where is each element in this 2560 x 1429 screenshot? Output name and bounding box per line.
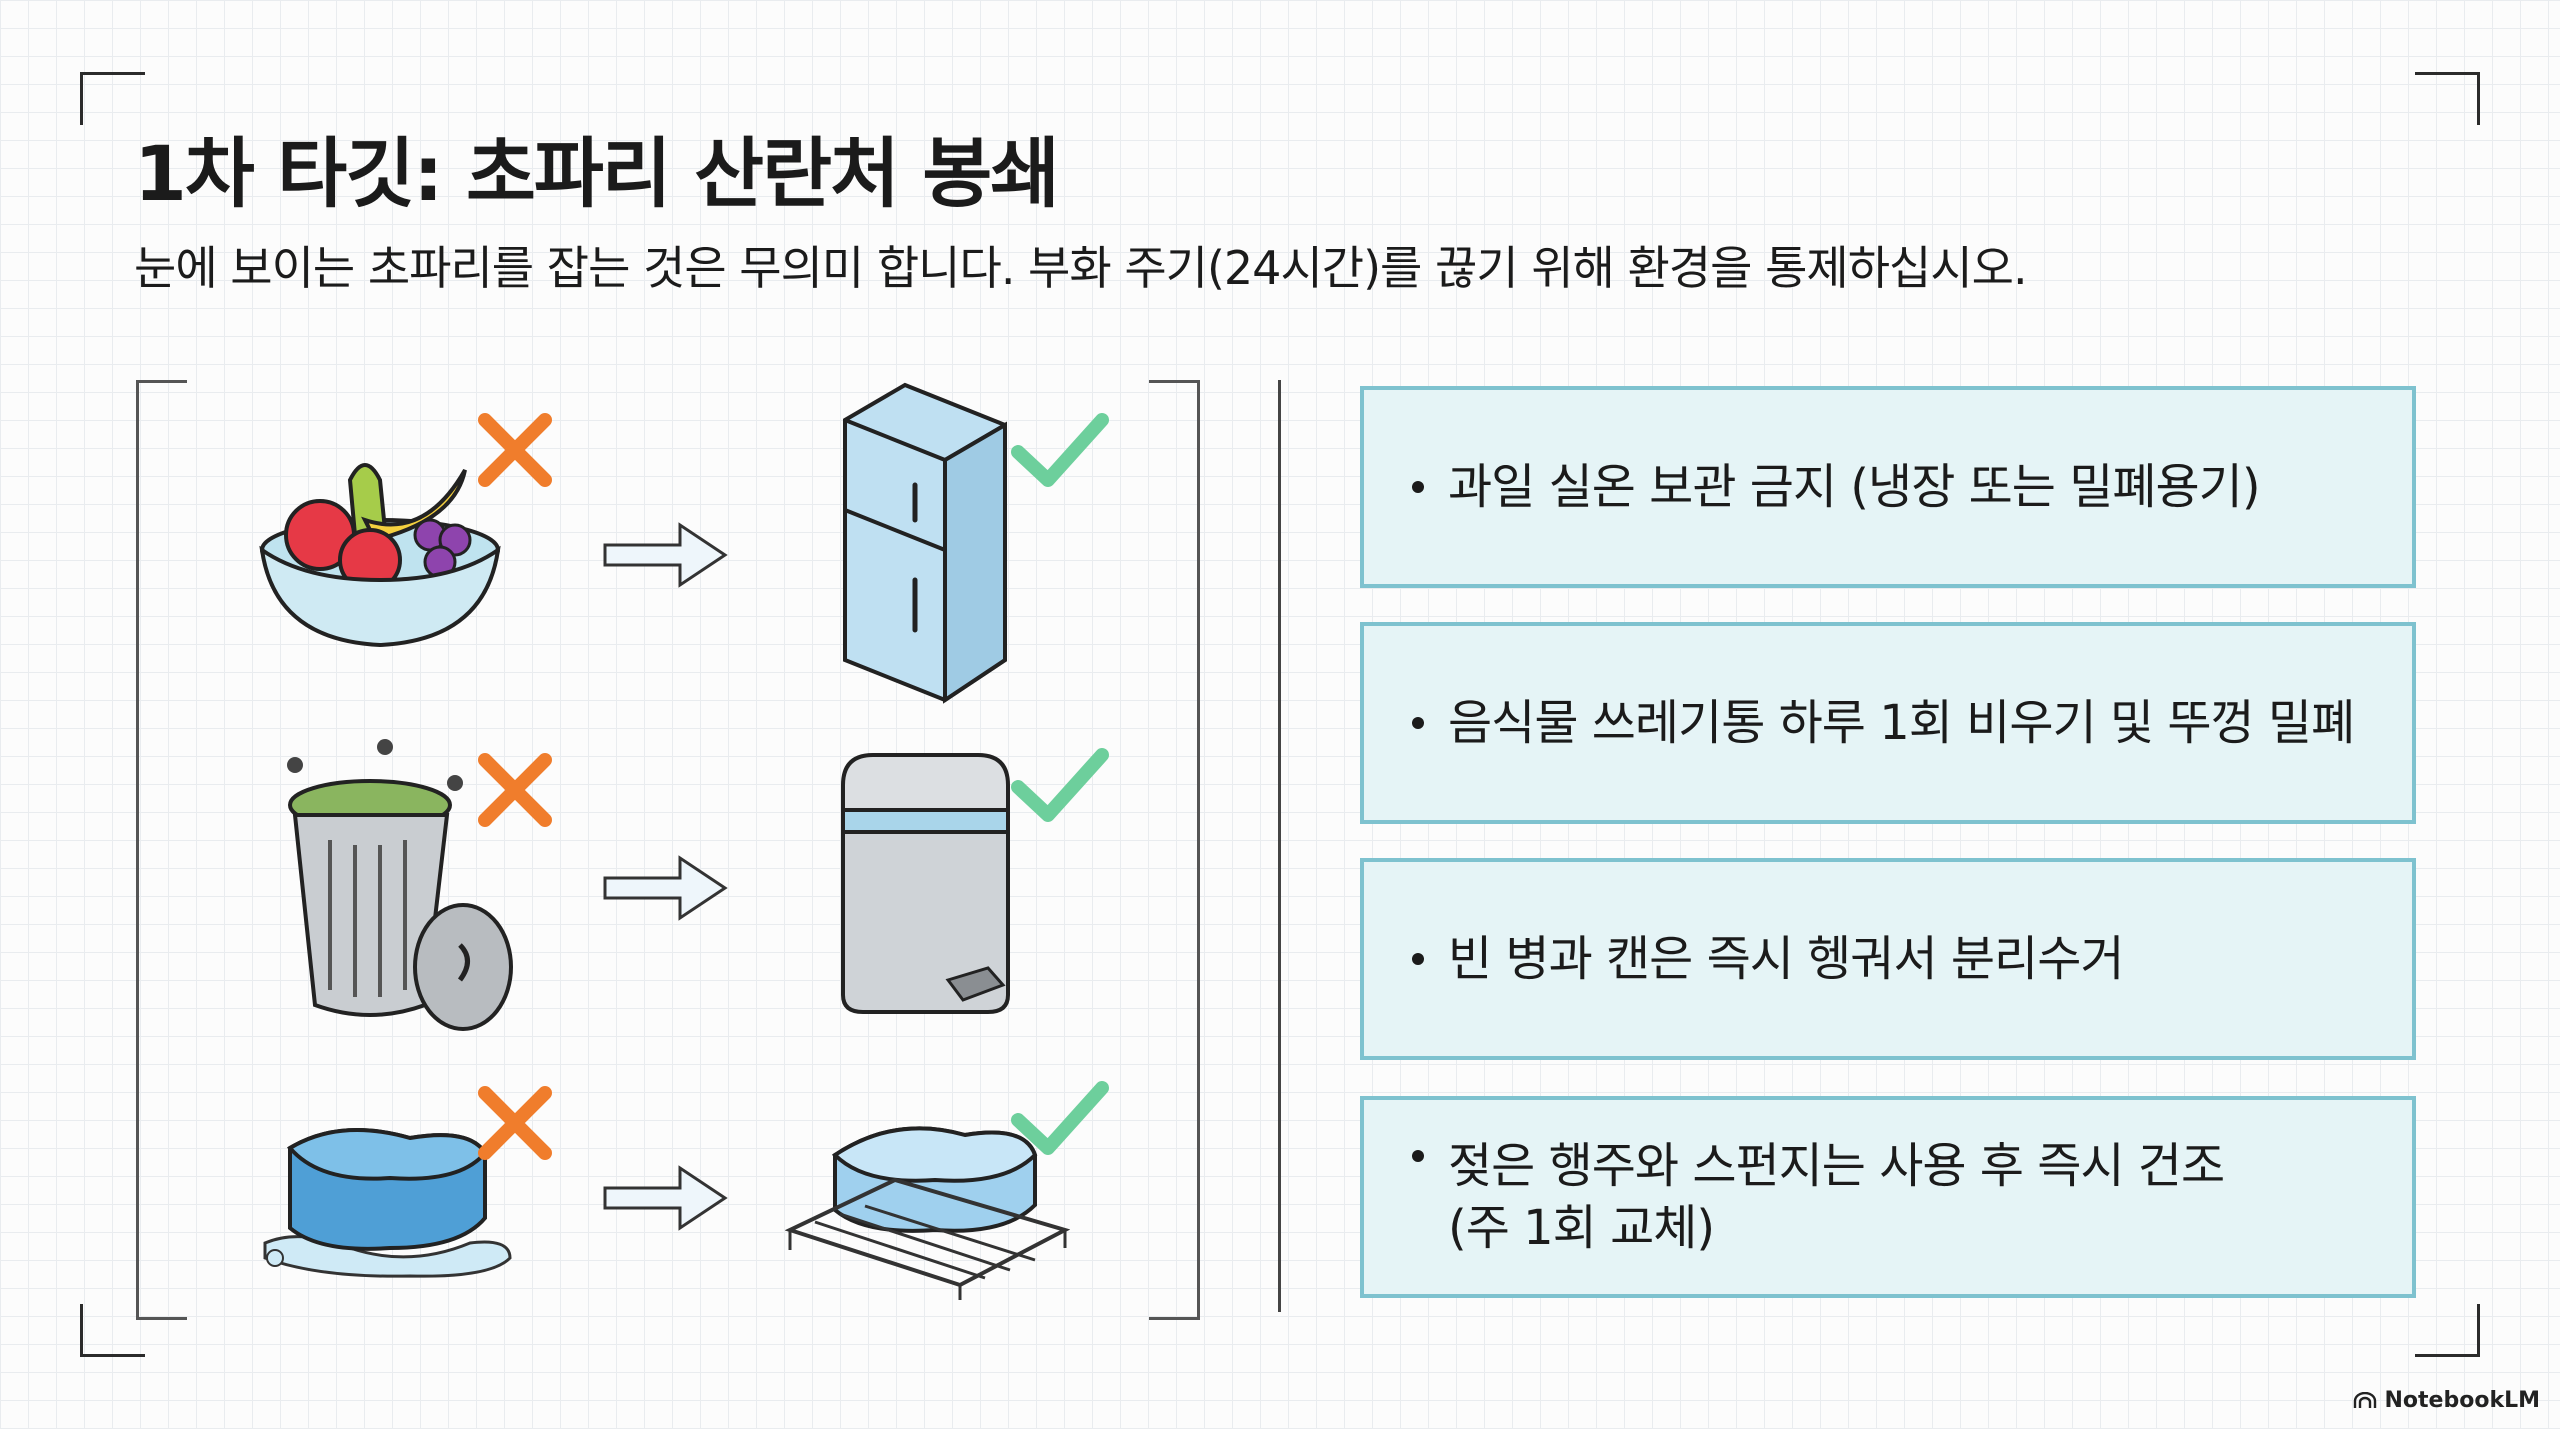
slide-title: 1차 타깃: 초파리 산란처 봉쇄 [134,129,1060,218]
lidded-trash-can-icon [838,750,1013,1020]
frame-corner-bottom-right [2415,1304,2480,1357]
check-icon [1010,410,1110,490]
card-text-line2: (주 1회 교체) [1448,1200,1715,1256]
bullet-icon [1412,717,1424,729]
arrow-right-icon [600,1163,730,1233]
card-text: 과일 실온 보관 금지 (냉장 또는 밀폐용기) [1448,459,2261,515]
checklist-card: 젖은 행주와 스펀지는 사용 후 즉시 건조 (주 1회 교체) [1360,1096,2416,1298]
arrow-right-icon [600,853,730,923]
checklist-card: 음식물 쓰레기통 하루 1회 비우기 및 뚜껑 밀폐 [1360,622,2416,824]
refrigerator-icon [835,380,1015,705]
wet-sponge-icon [260,1108,515,1283]
check-icon [1010,1078,1110,1158]
right-bracket [1149,380,1200,1320]
frame-corner-bottom-left [80,1304,145,1357]
brand-label: NotebookLM [2384,1388,2540,1413]
bullet-icon [1412,481,1424,493]
vertical-divider [1278,380,1281,1312]
fruit-bowl-icon [255,440,505,660]
left-bracket [136,380,187,1320]
bullet-icon [1412,1150,1424,1162]
cross-icon [475,410,555,490]
brand-watermark: NotebookLM [2353,1388,2540,1413]
frame-corner-top-right [2415,72,2480,125]
arrow-right-icon [600,520,730,590]
notebooklm-logo-icon [2353,1391,2376,1408]
card-text-line1: 젖은 행주와 스펀지는 사용 후 즉시 건조 [1448,1138,2225,1194]
drying-sponge-on-rack-icon [785,1110,1070,1300]
check-icon [1010,745,1110,825]
card-text: 젖은 행주와 스펀지는 사용 후 즉시 건조 (주 1회 교체) [1448,1135,2225,1259]
cross-icon [475,1083,555,1163]
cross-icon [475,750,555,830]
illustration-panel [136,380,1200,1320]
bullet-icon [1412,953,1424,965]
open-trash-can-icon [275,735,520,1035]
card-text: 빈 병과 캔은 즉시 헹궈서 분리수거 [1448,931,2125,987]
checklist-card: 과일 실온 보관 금지 (냉장 또는 밀폐용기) [1360,386,2416,588]
card-text: 음식물 쓰레기통 하루 1회 비우기 및 뚜껑 밀폐 [1448,695,2355,751]
slide-subtitle: 눈에 보이는 초파리를 잡는 것은 무의미 합니다. 부화 주기(24시간)를 … [134,241,2028,295]
checklist-card: 빈 병과 캔은 즉시 헹궈서 분리수거 [1360,858,2416,1060]
frame-corner-top-left [80,72,145,125]
